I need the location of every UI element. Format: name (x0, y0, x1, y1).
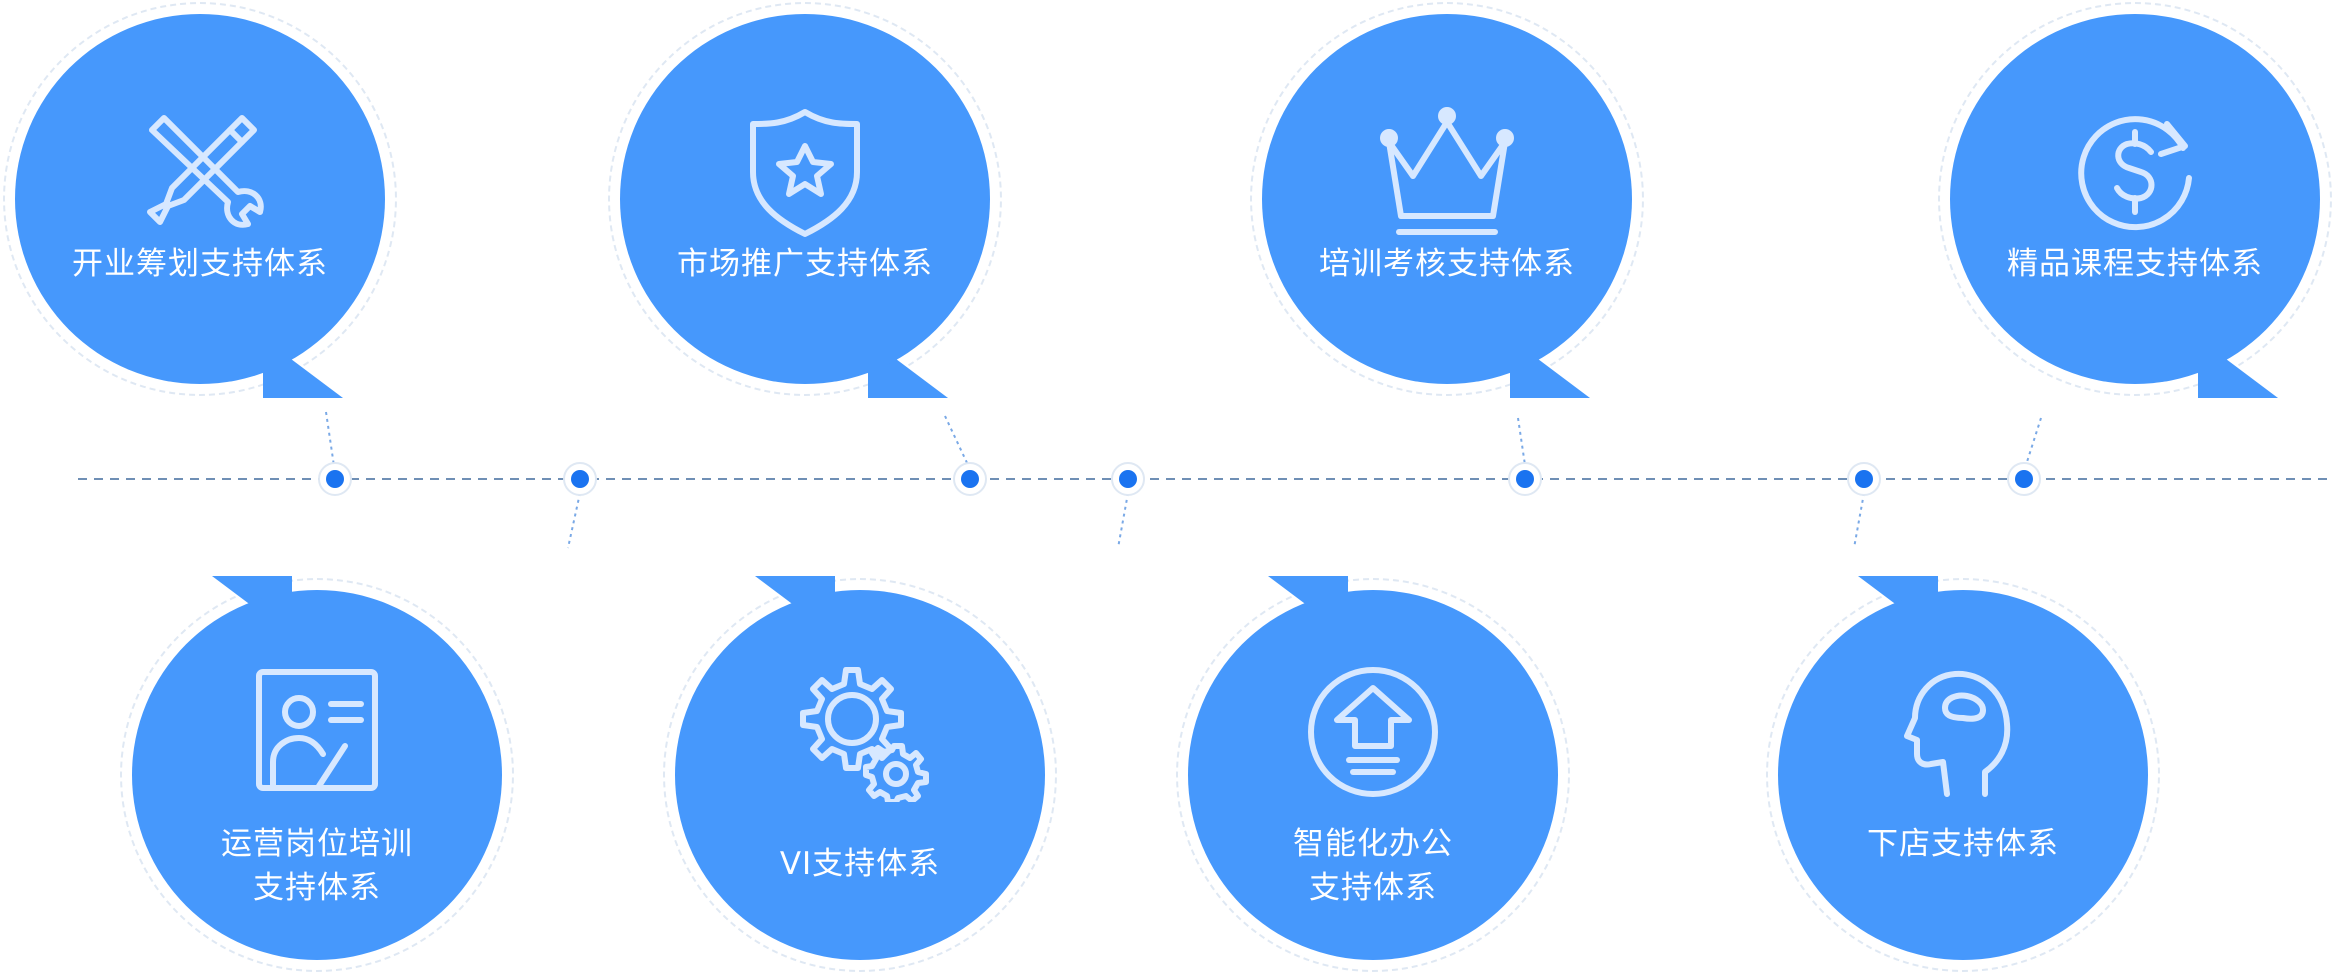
upgrade-arrow-icon (1308, 667, 1438, 797)
timeline-dot (1111, 462, 1145, 496)
timeline-dot (318, 462, 352, 496)
connector-lines (325, 411, 2042, 549)
bubble-label: 培训考核支持体系 (1319, 246, 1575, 282)
connector-bottom-1 (567, 492, 581, 549)
head-icon (1904, 670, 2011, 797)
tools-icon (147, 115, 264, 228)
bubble-smart-office: 智能化办公 支持体系 (1176, 576, 1570, 972)
timeline-dots (318, 462, 2041, 496)
bubble-label: 精品课程支持体系 (2007, 246, 2263, 282)
bubble-opening-planning: 开业筹划支持体系 (3, 2, 397, 398)
bubble-operations-training: 运营岗位培训 支持体系 (120, 576, 514, 972)
bubble-label: 智能化办公 支持体系 (1293, 826, 1453, 906)
gears-icon (800, 667, 929, 802)
timeline-dot (1847, 462, 1881, 496)
bubble-vi-support: VI支持体系 (663, 576, 1057, 972)
bubble-training-assessment: 培训考核支持体系 (1250, 2, 1644, 398)
timeline-dot (563, 462, 597, 496)
timeline-dot (2007, 462, 2041, 496)
connector-bottom-2 (1117, 492, 1129, 549)
bubble-label: 下店支持体系 (1867, 826, 2059, 862)
dollar-refresh-icon (2078, 116, 2192, 231)
shield-star-icon (750, 109, 860, 237)
connector-top-2 (944, 415, 969, 466)
connector-top-4 (2025, 417, 2042, 466)
crown-icon (1380, 107, 1514, 235)
bubble-market-promotion: 市场推广支持体系 (608, 2, 1002, 398)
connector-top-3 (1517, 417, 1526, 466)
bubble-label: 运营岗位培训 支持体系 (221, 826, 413, 906)
bubble-label: 开业筹划支持体系 (72, 246, 328, 282)
timeline-dot (1508, 462, 1542, 496)
presenter-board-icon (256, 669, 378, 791)
bubble-label: VI支持体系 (779, 846, 941, 882)
bubble-label: 市场推广支持体系 (677, 246, 933, 282)
bubble-quality-courses: 精品课程支持体系 (1938, 2, 2332, 398)
connector-bottom-3 (1853, 492, 1865, 549)
connector-top-1 (325, 411, 335, 467)
timeline-dot (953, 462, 987, 496)
bubble-store-visit: 下店支持体系 (1766, 576, 2160, 972)
